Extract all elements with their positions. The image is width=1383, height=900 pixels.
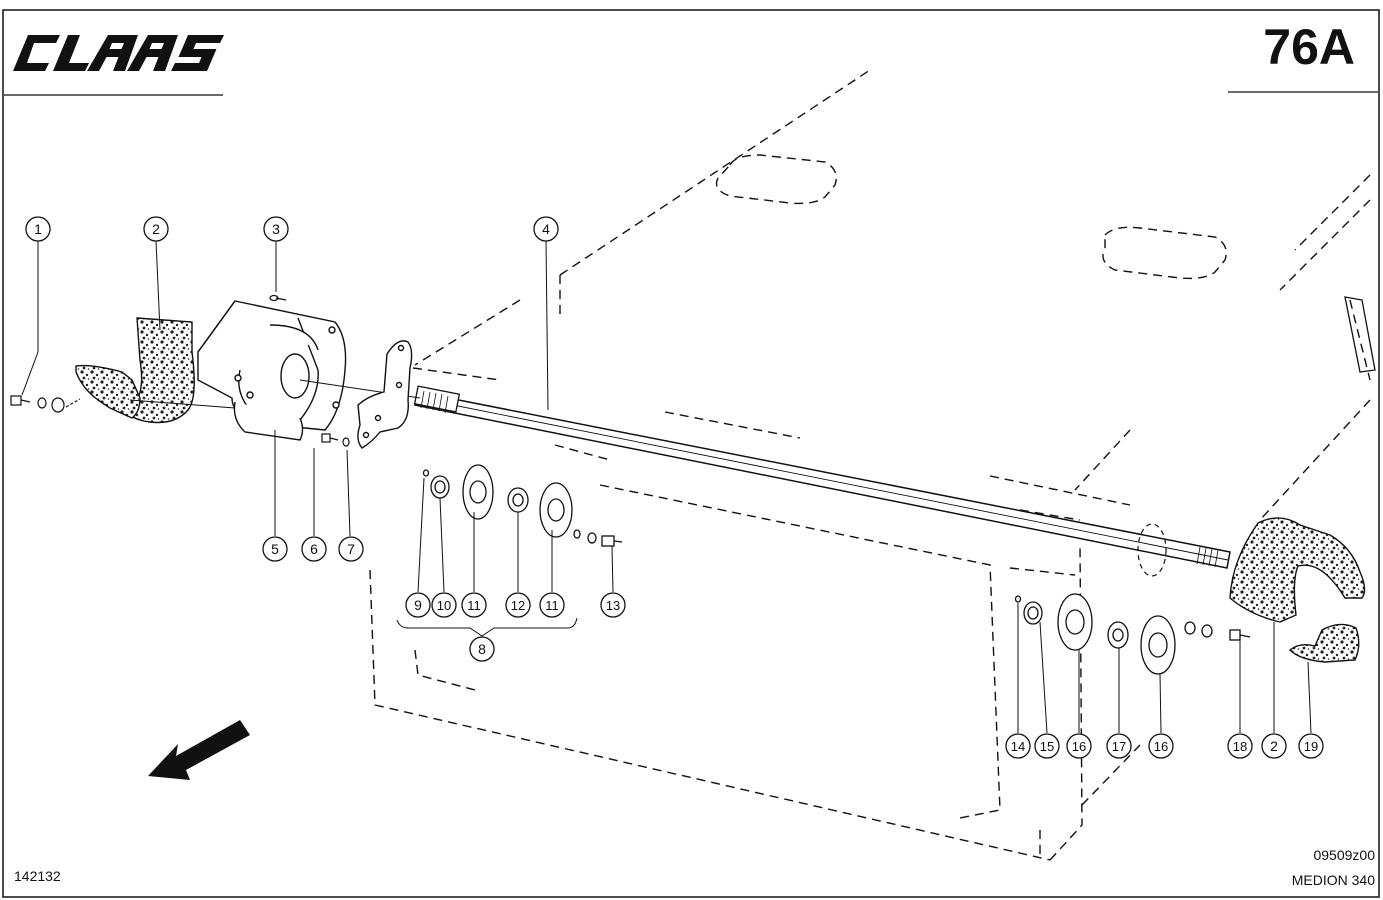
brand-logo: [13, 35, 224, 71]
callout-number: 16: [1072, 739, 1086, 754]
callout-number: 2: [152, 221, 160, 237]
callout-number: 10: [437, 598, 451, 613]
page-frame: [2, 9, 1380, 898]
callout-number: 9: [414, 597, 422, 613]
callout-number: 17: [1112, 739, 1126, 754]
callout-3: 3: [263, 216, 289, 242]
drive-shaft: [413, 385, 1231, 577]
callout-18: 18: [1227, 733, 1253, 759]
left-guard-shield: [75, 317, 195, 424]
callout-13: 13: [600, 592, 626, 618]
direction-arrow-icon: [148, 720, 250, 780]
bracket-plate: [357, 340, 413, 449]
callout-9: 9: [405, 592, 431, 618]
callout-17: 17: [1106, 733, 1132, 759]
callout-12: 12: [505, 592, 531, 618]
callout-10: 10: [431, 592, 457, 618]
callout-8: 8: [469, 636, 495, 662]
bearing-kit-left: [422, 464, 623, 547]
callout-number: 2: [1270, 738, 1278, 754]
callout-2: 2: [1261, 733, 1287, 759]
callout-11: 11: [461, 592, 487, 618]
callout-number: 4: [542, 221, 550, 237]
callout-number: 12: [511, 598, 525, 613]
callout-number: 8: [478, 641, 486, 657]
callout-14: 14: [1005, 733, 1031, 759]
callout-15: 15: [1034, 733, 1060, 759]
file-code: 09509z00: [1313, 847, 1375, 863]
callout-4: 4: [533, 216, 559, 242]
callout-number: 6: [310, 541, 318, 557]
leader-lines: [21, 240, 1312, 734]
gearbox-housing: [197, 300, 347, 441]
machine-frame-outline: [369, 69, 1371, 861]
callout-16: 16: [1148, 733, 1174, 759]
callout-2: 2: [143, 216, 169, 242]
callout-6: 6: [301, 536, 327, 562]
hardware-left: [10, 294, 350, 447]
callout-number: 13: [606, 598, 620, 613]
callout-number: 11: [545, 598, 559, 613]
callout-number: 14: [1011, 739, 1025, 754]
callout-number: 18: [1233, 739, 1247, 754]
callout-number: 7: [347, 541, 355, 557]
bearing-kit-right: [1014, 593, 1251, 675]
callout-number: 1: [34, 221, 42, 237]
callout-number: 19: [1304, 739, 1318, 754]
model-name: MEDION 340: [1291, 872, 1375, 888]
callout-7: 7: [338, 536, 364, 562]
callout-16: 16: [1066, 733, 1092, 759]
callout-number: 16: [1154, 739, 1168, 754]
callout-number: 5: [271, 541, 279, 557]
right-guard-shield: [1229, 517, 1366, 663]
callout-5: 5: [262, 536, 288, 562]
callout-11: 11: [539, 592, 565, 618]
callout-1: 1: [25, 216, 51, 242]
callout-19: 19: [1298, 733, 1324, 759]
callout-number: 15: [1040, 739, 1054, 754]
drawing-code: 142132: [14, 868, 61, 884]
callout-number: 3: [272, 221, 280, 237]
page-number: 76A: [1263, 19, 1355, 75]
callout-number: 11: [467, 598, 481, 613]
